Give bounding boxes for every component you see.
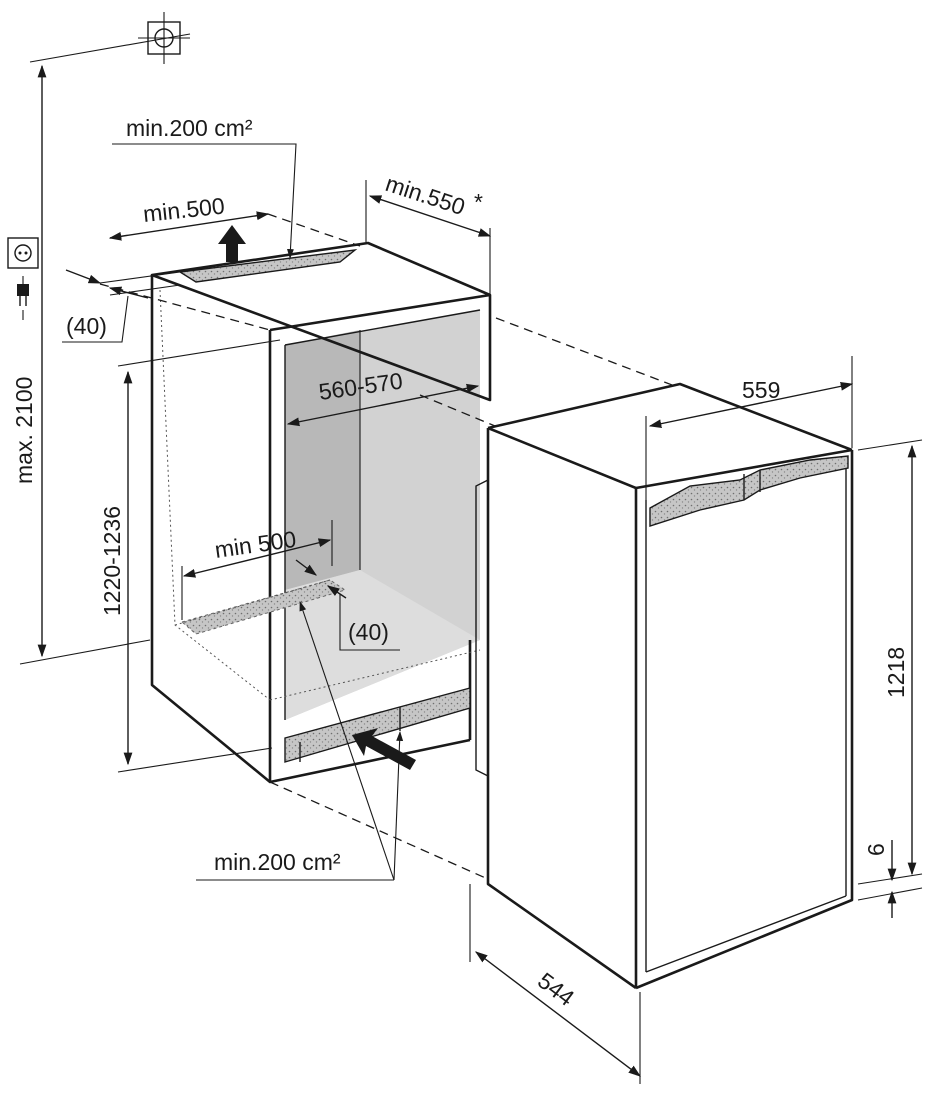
appliance-fridge bbox=[475, 382, 854, 990]
niche-depth-dimension: min.550 * bbox=[365, 170, 492, 296]
power-socket-icon bbox=[7, 237, 39, 269]
arrow-up-icon bbox=[218, 225, 246, 262]
appliance-height-dimension: 1218 bbox=[857, 439, 923, 885]
appliance-foot-dimension: 6 bbox=[857, 840, 923, 918]
bottom-vent-area-callout: min.200 cm² bbox=[196, 601, 404, 881]
appliance-foot-label: 6 bbox=[863, 843, 889, 856]
niche-height-dimension: 1220-1236 bbox=[99, 339, 281, 773]
appliance-width-label: 559 bbox=[742, 377, 780, 403]
bottom-vent-grille bbox=[284, 687, 471, 763]
appliance-height-label: 1218 bbox=[883, 647, 909, 698]
top-vent-grille bbox=[177, 248, 358, 283]
bottom-gap-label: (40) bbox=[348, 619, 389, 645]
arrow-diagonal-icon bbox=[352, 728, 416, 770]
niche-cabinet bbox=[150, 241, 492, 784]
top-gap-label: (40) bbox=[66, 313, 107, 339]
niche-depth-label: min.550 bbox=[382, 170, 468, 220]
top-vent-area-callout: min.200 cm² bbox=[112, 115, 297, 259]
appliance-width-dimension: 559 bbox=[645, 356, 854, 500]
appliance-depth-label: 544 bbox=[533, 967, 579, 1011]
niche-floor bbox=[285, 570, 480, 720]
max-height-dimension: max. 2100 bbox=[11, 64, 151, 665]
niche-depth-note: * bbox=[474, 189, 483, 215]
vent-bottom-area-label: min.200 cm² bbox=[214, 849, 341, 875]
appliance-top-grille bbox=[649, 455, 849, 527]
ceiling-reference-line bbox=[29, 33, 191, 63]
top-gap-dimension: (40) bbox=[62, 269, 181, 343]
niche-height-label: 1220-1236 bbox=[99, 506, 125, 616]
niche-height-max-label: max. 2100 bbox=[11, 377, 37, 484]
bottom-gap-dimension: (40) bbox=[295, 559, 400, 651]
power-plug-icon bbox=[17, 276, 29, 320]
vent-top-area-label: min.200 cm² bbox=[126, 115, 253, 141]
